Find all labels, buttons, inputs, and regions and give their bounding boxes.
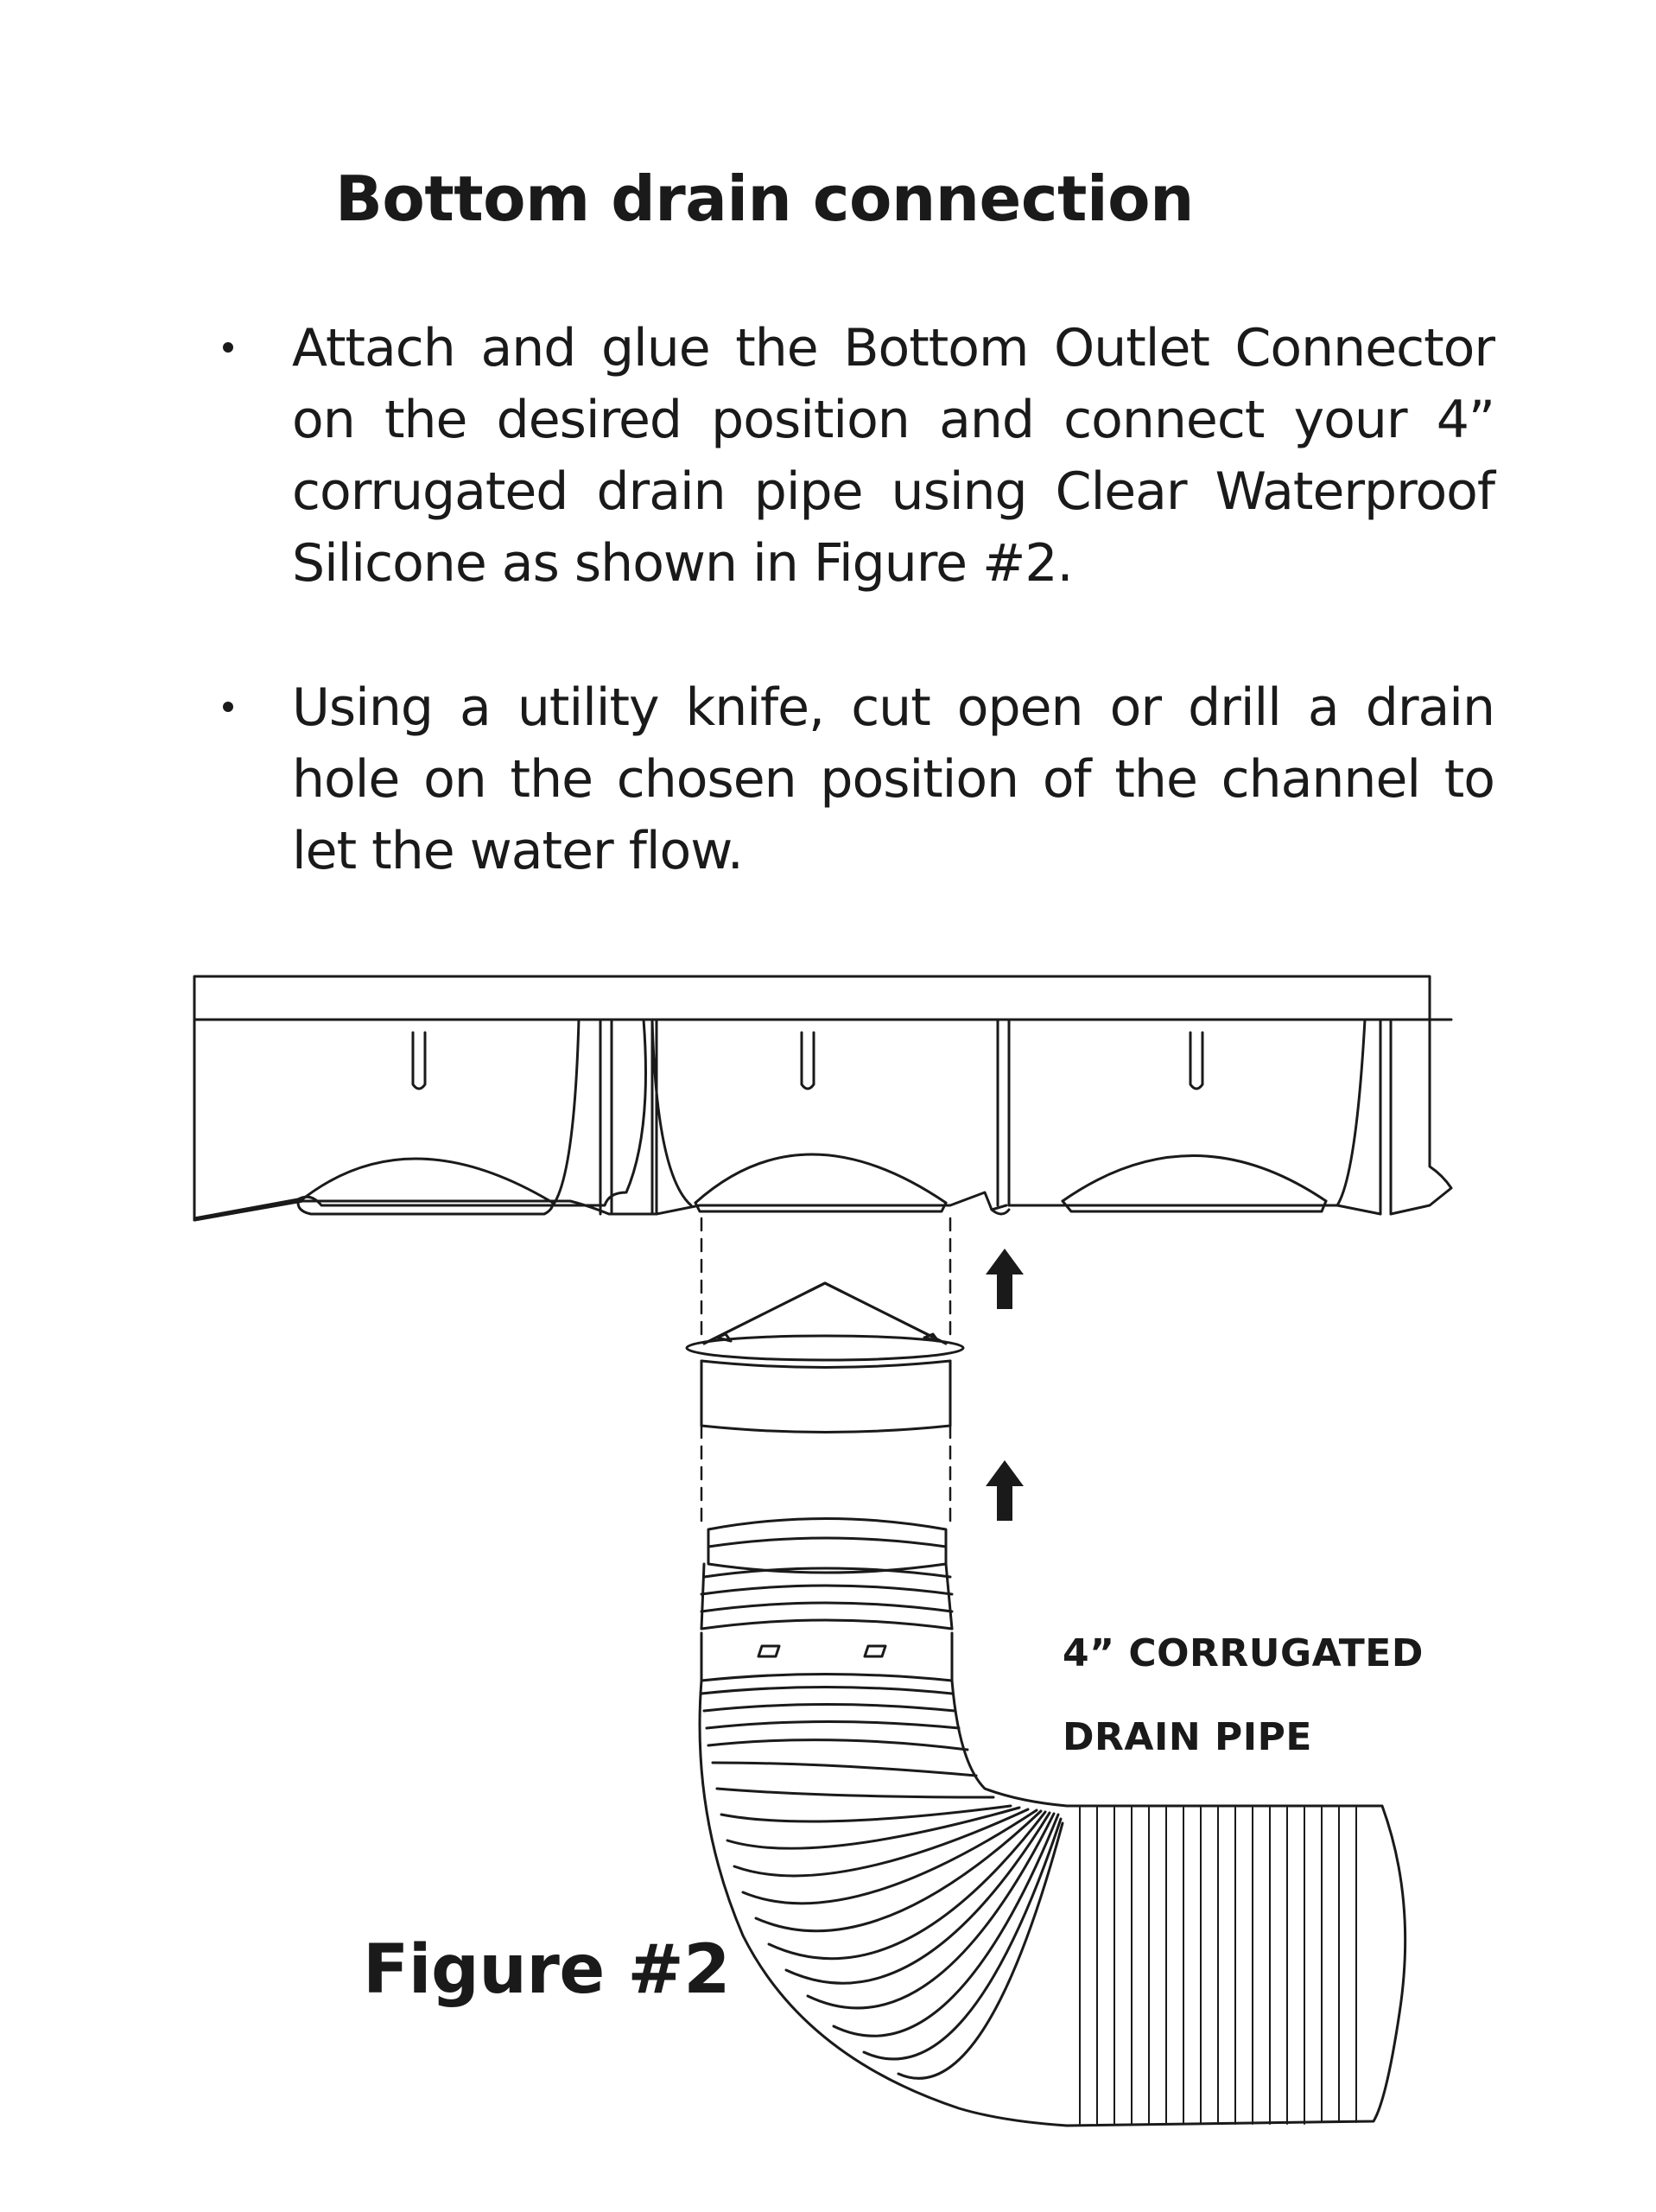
instruction-text: Attach and glue the Bottom Outlet Connec… xyxy=(292,318,1495,594)
figure-caption: Figure #2 xyxy=(363,1931,731,2009)
instruction-text: Using a utility knife, cut open or drill… xyxy=(292,677,1495,881)
corrugated-pipe xyxy=(698,1517,1407,2127)
list-item: Using a utility knife, cut open or drill… xyxy=(216,672,1495,887)
list-item: Attach and glue the Bottom Outlet Connec… xyxy=(216,313,1495,600)
up-arrow-icon xyxy=(986,1249,1024,1309)
drain-channel xyxy=(193,975,1453,1222)
bottom-outlet-connector xyxy=(685,1281,965,1433)
instruction-list: Attach and glue the Bottom Outlet Connec… xyxy=(216,313,1495,887)
bullet-icon xyxy=(223,702,233,712)
pipe-label: 4” CORRUGATED xyxy=(1063,1631,1424,1675)
pipe-label: DRAIN PIPE xyxy=(1063,1715,1312,1759)
up-arrow-icon xyxy=(986,1460,1024,1521)
bullet-icon xyxy=(223,342,233,353)
page-title: Bottom drain connection xyxy=(335,162,1194,235)
guide-lines xyxy=(700,1217,952,1531)
